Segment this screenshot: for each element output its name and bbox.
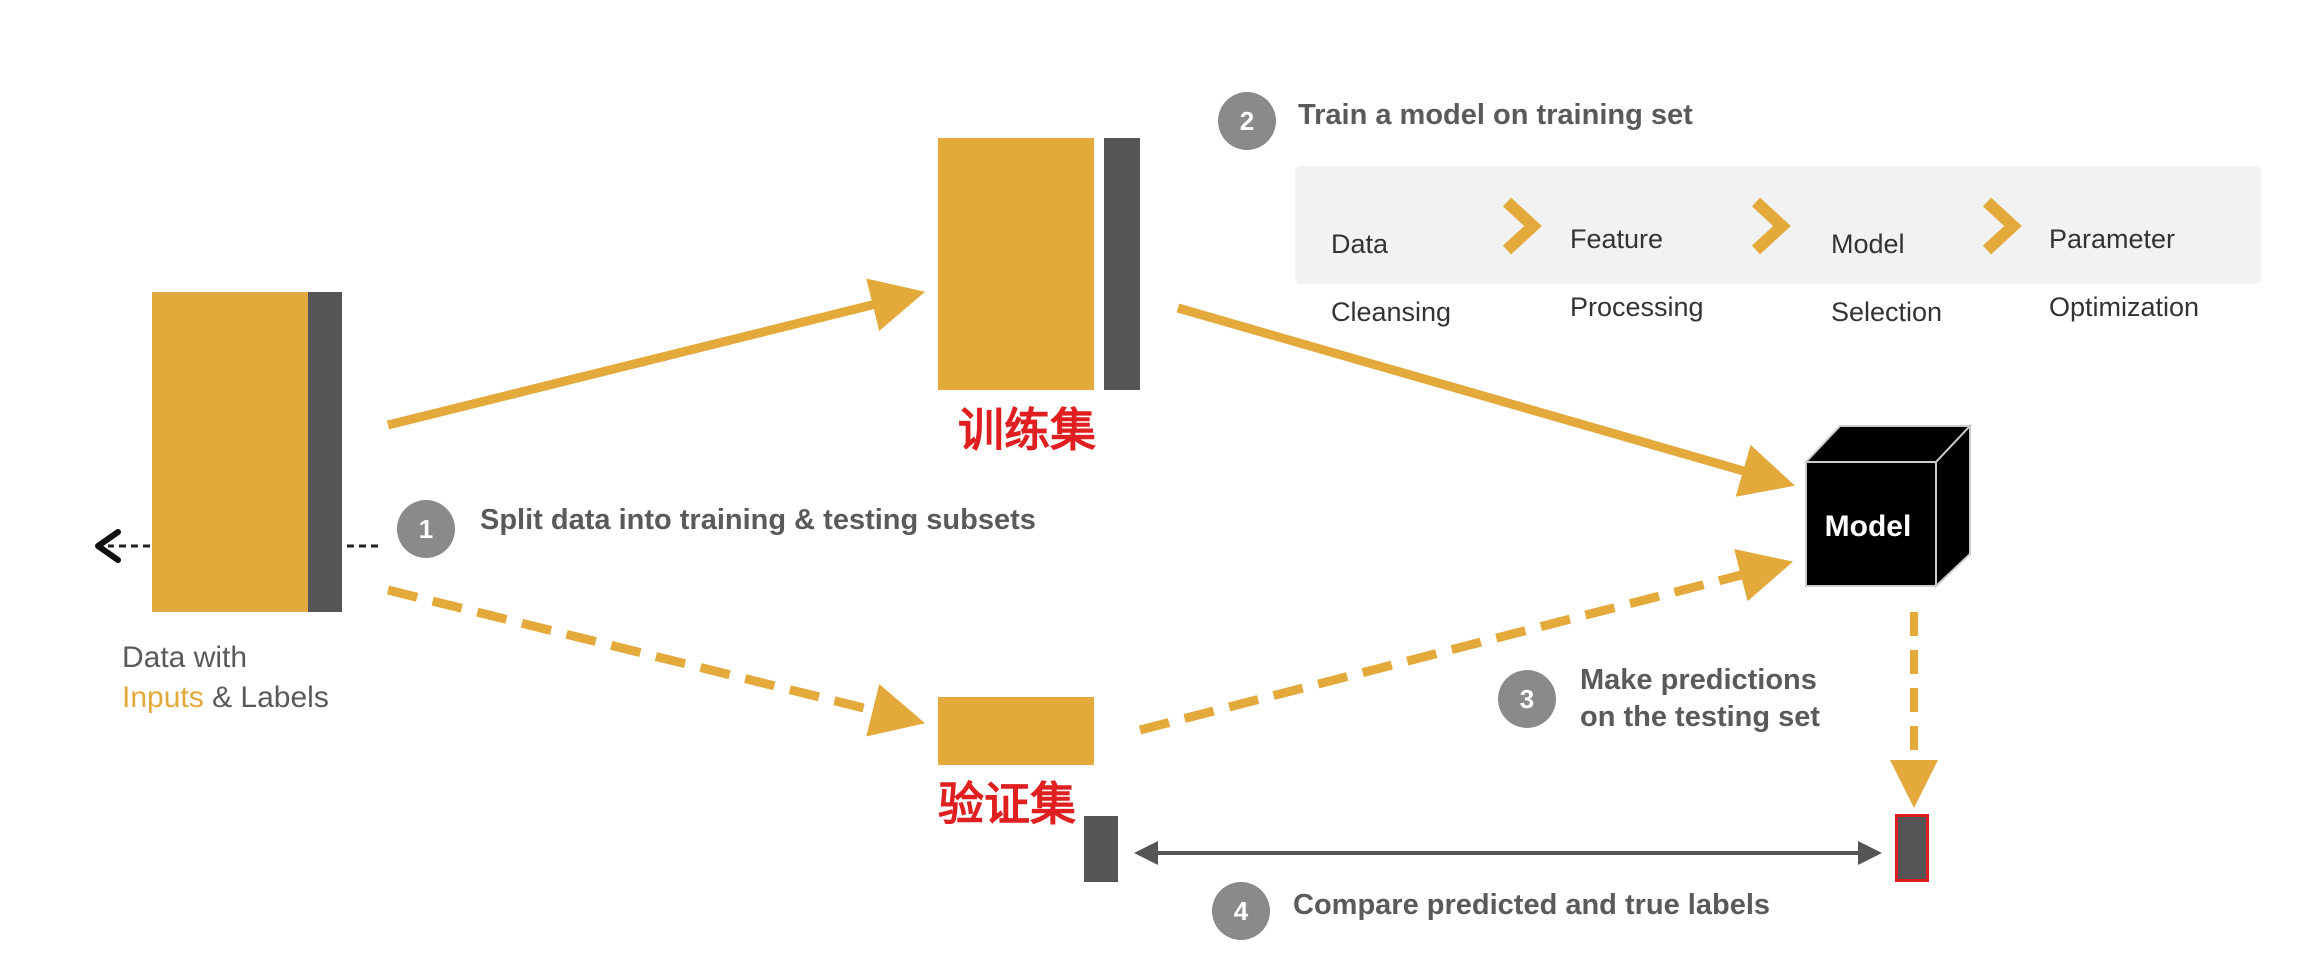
step-4-badge: 4 [1212,882,1270,940]
validation-set-label: 验证集 [938,777,1076,831]
model-cube-icon [1803,423,1973,589]
training-set-label: 训练集 [958,403,1096,457]
pipeline-item-feature-processing: Feature Processing [1570,188,1704,358]
pipeline-item-line2: Selection [1831,297,1943,327]
pipeline-item-data-cleansing: Data Cleansing [1331,193,1451,363]
pipeline-item-line1: Feature [1570,224,1664,254]
pipeline-item-line2: Cleansing [1331,297,1452,327]
data-label-labels: & Labels [203,681,329,714]
training-pipeline: Data Cleansing Feature Processing Model … [1295,166,2261,327]
training-block-labels [1104,138,1140,390]
data-block-inputs [152,292,308,612]
arrow-data-to-validation [386,585,926,737]
step-3-label: Make predictions on the testing set [1580,662,1820,736]
arrow-data-to-training [386,278,926,430]
pipeline-item-line1: Data [1331,229,1389,259]
step-2-label: Train a model on training set [1298,99,1693,131]
data-label-line1: Data with [122,641,248,674]
pipeline-item-line2: Optimization [2049,292,2200,322]
chevron-left-icon [95,529,121,563]
data-label-inputs: Inputs [122,681,204,714]
data-block-labels [308,292,342,612]
data-label-line2: Inputs & Labels [122,678,329,718]
pipeline-item-line1: Model [1831,229,1905,259]
pipeline-item-line1: Parameter [2049,224,2176,254]
validation-true-labels [1084,816,1118,882]
predicted-labels [1895,814,1929,882]
step-1-label: Split data into training & testing subse… [480,504,1036,536]
pipeline-item-line2: Processing [1570,292,1704,322]
step-3-badge: 3 [1498,670,1556,728]
step-2-badge: 2 [1218,92,1276,150]
pipeline-item-model-selection: Model Selection [1831,193,1942,363]
validation-block-inputs [938,697,1094,765]
pipeline-item-parameter-optimization: Parameter Optimization [2049,188,2199,358]
arrow-training-to-model [1176,303,1795,497]
chevron-right-icon [1502,197,1542,255]
arrow-validation-to-model [1138,548,1794,735]
training-block-inputs [938,138,1094,390]
chevron-right-icon [1982,197,2022,255]
data-block-label: Data with Inputs & Labels [122,638,329,718]
chevron-right-icon [1751,197,1791,255]
step-1-badge: 1 [397,500,455,558]
step-4-label: Compare predicted and true labels [1293,889,1771,921]
step-3-label-line1: Make predictions [1580,664,1817,696]
step-3-label-line2: on the testing set [1580,701,1821,733]
model-label: Model [1824,510,1912,543]
